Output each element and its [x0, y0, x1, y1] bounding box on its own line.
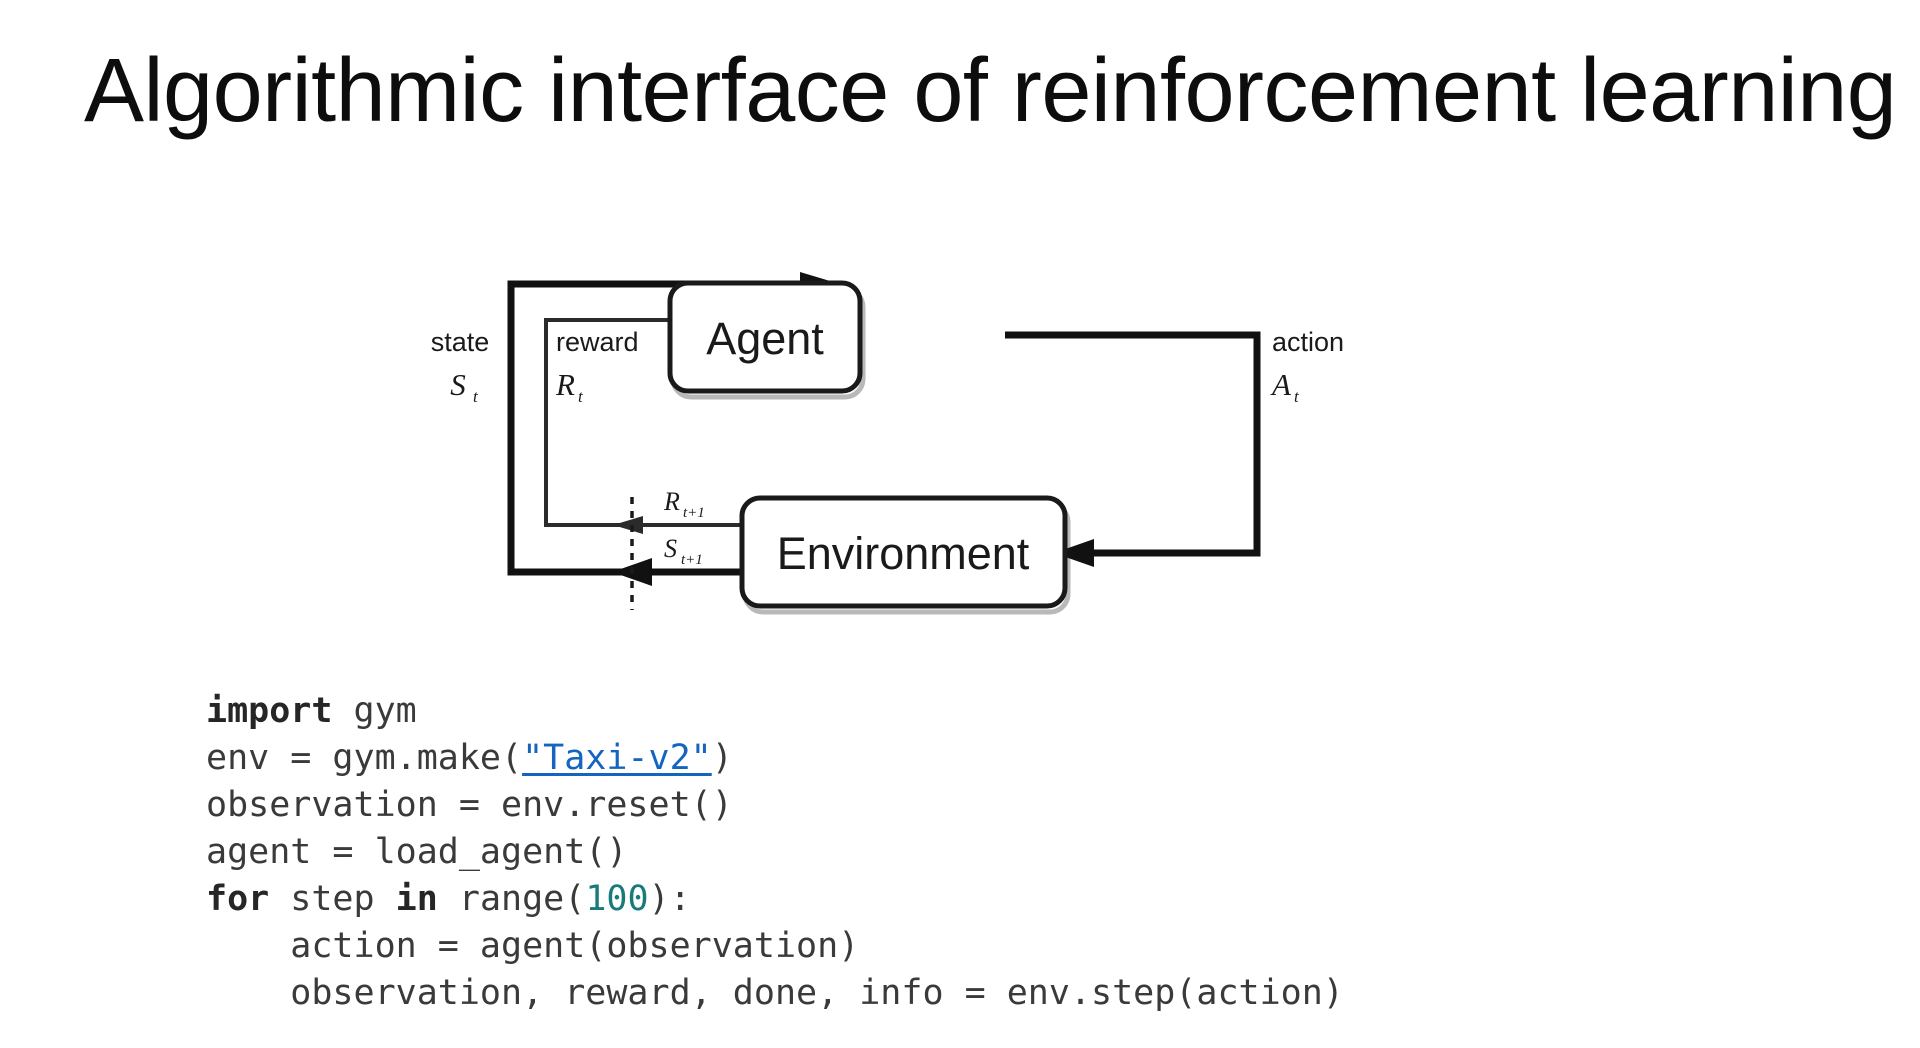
state-label-group: state S t — [431, 327, 490, 406]
code-keyword: import — [206, 691, 333, 731]
reward-word: reward — [556, 327, 639, 357]
next-reward-symbol: R — [663, 487, 680, 516]
reward-subscript: t — [578, 387, 584, 406]
code-keyword: in — [395, 879, 438, 919]
code-line-6: action = agent(observation) — [206, 923, 1706, 970]
node-environment: Environment — [739, 495, 1071, 615]
agent-label: Agent — [706, 313, 824, 364]
code-line-4: agent = load_agent() — [206, 829, 1706, 876]
reward-symbol: R — [555, 367, 575, 402]
reward-label-group: reward R t — [555, 327, 639, 406]
code-number: 100 — [585, 879, 649, 919]
next-reward-arrow — [613, 516, 742, 534]
page-title: Algorithmic interface of reinforcement l… — [84, 41, 1897, 141]
action-label-group: action A t — [1270, 327, 1344, 406]
next-reward-subscript: t+1 — [683, 505, 705, 521]
code-text: ) — [711, 738, 733, 778]
state-word: state — [431, 327, 490, 357]
rl-agent-environment-diagram: Agent Environment state S t reward R t — [400, 210, 1530, 630]
code-line-1: import gym — [206, 688, 1706, 735]
code-link[interactable]: "Taxi-v2" — [522, 738, 712, 778]
code-line-2: env = gym.make("Taxi-v2") — [206, 735, 1706, 782]
action-edge-path — [1005, 331, 1261, 567]
state-subscript: t — [473, 387, 479, 406]
code-line-5: for step in range(100): — [206, 876, 1706, 923]
action-symbol: A — [1270, 367, 1292, 402]
node-agent: Agent — [667, 280, 866, 400]
code-text: env = gym.make( — [206, 738, 523, 778]
code-text: range( — [437, 879, 586, 919]
code-text: observation = env.reset() — [206, 785, 733, 825]
environment-box — [739, 495, 1068, 609]
code-line-3: observation = env.reset() — [206, 782, 1706, 829]
code-keyword: for — [206, 879, 270, 919]
code-text: action = agent(observation) — [206, 926, 860, 966]
code-line-7: observation, reward, done, info = env.st… — [206, 970, 1706, 1017]
next-state-symbol: S — [664, 534, 677, 563]
state-symbol: S — [450, 367, 466, 402]
next-reward-label-group: R t+1 — [663, 487, 705, 521]
code-text: observation, reward, done, info = env.st… — [206, 973, 1344, 1013]
environment-label: Environment — [777, 528, 1030, 579]
code-text: gym — [332, 691, 417, 731]
agent-box — [667, 280, 863, 394]
next-state-subscript: t+1 — [681, 552, 703, 568]
code-text: ): — [648, 879, 691, 919]
next-state-label-group: S t+1 — [664, 534, 703, 568]
code-text: agent = load_agent() — [206, 832, 628, 872]
action-word: action — [1272, 327, 1344, 357]
action-subscript: t — [1294, 387, 1300, 406]
code-text: step — [269, 879, 396, 919]
